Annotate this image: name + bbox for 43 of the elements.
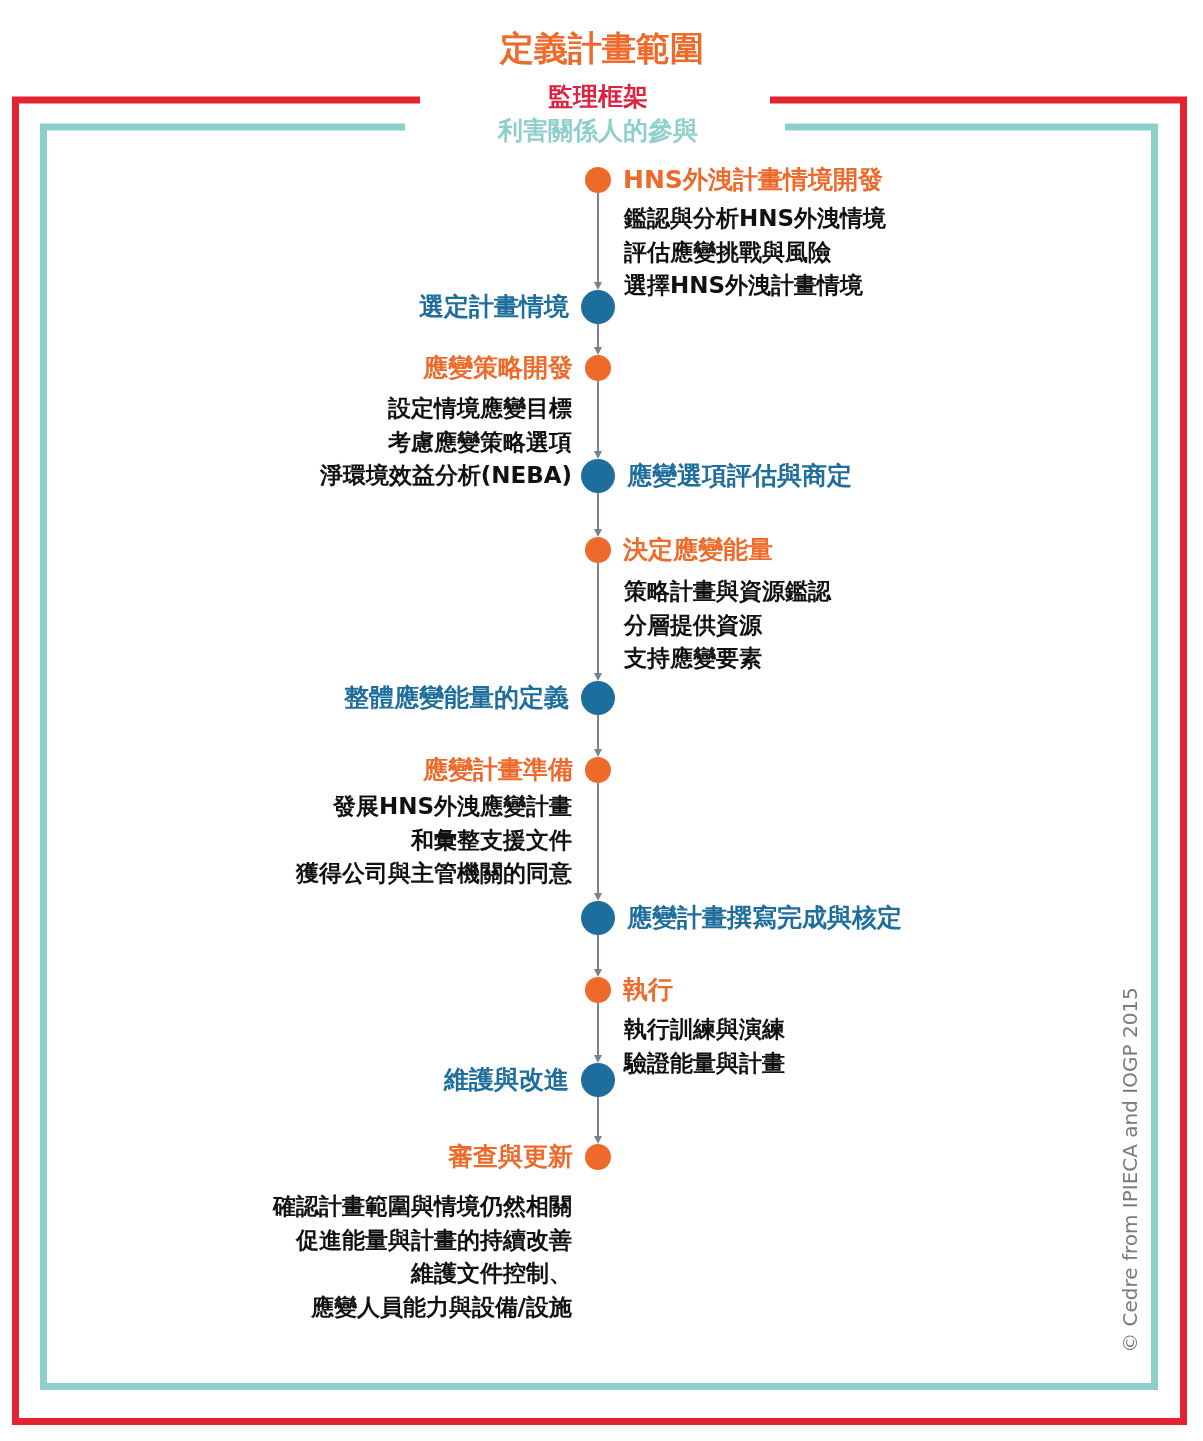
step-description: 支持應變要素: [624, 644, 762, 673]
step-heading: 應變計畫撰寫完成與核定: [627, 905, 902, 931]
step-description: 淨環境效益分析(NEBA): [319, 461, 572, 490]
frame-label: 監理框架: [548, 82, 648, 111]
arrow: [594, 714, 602, 757]
step-description: 策略計畫與資源鑑認: [624, 577, 831, 606]
step-description: 設定情境應變目標: [388, 394, 572, 423]
step-description: 發展HNS外洩應變計畫: [332, 792, 572, 821]
step-description: 驗證能量與計畫: [624, 1048, 785, 1078]
credit-text: © Cedre from IPIECA and IOGP 2015: [1118, 987, 1142, 1353]
frame-label: 利害關係人的參與: [498, 116, 698, 145]
step-heading: 應變計畫準備: [423, 757, 573, 783]
step-description: 考慮應變策略選項: [388, 427, 572, 457]
step-description: 執行訓練與演練: [624, 1015, 785, 1044]
step-description: 和彙整支援文件: [411, 825, 572, 855]
step-description: 評估應變挑戰與風險: [624, 237, 831, 267]
arrow: [594, 934, 602, 977]
step-heading: 維護與改進: [444, 1067, 569, 1093]
step-description: 確認計畫範圍與情境仍然相關: [273, 1192, 572, 1221]
step-heading: 整體應變能量的定義: [344, 685, 569, 711]
arrow: [594, 562, 602, 681]
arrow: [594, 1096, 602, 1144]
arrow: [594, 1002, 602, 1063]
step-description: 分層提供資源: [624, 610, 762, 640]
step-description: 應變人員能力與設備/設施: [310, 1292, 572, 1322]
title: 定義計畫範圍: [499, 28, 704, 68]
step-heading: 應變策略開發: [423, 355, 573, 381]
step-heading: 決定應變能量: [623, 537, 773, 563]
step-description: 選擇HNS外洩計畫情境: [624, 271, 864, 300]
step-description: 維護文件控制、: [411, 1259, 572, 1288]
step-description: 鑑認與分析HNS外洩情境: [624, 204, 887, 233]
arrow: [594, 323, 602, 355]
arrow: [594, 192, 602, 290]
step-heading: HNS外洩計畫情境開發: [623, 167, 883, 193]
arrow: [594, 492, 602, 537]
step-heading: 選定計畫情境: [419, 294, 569, 320]
step-heading: 執行: [623, 977, 673, 1003]
step-description: 促進能量與計畫的持續改善: [296, 1225, 572, 1255]
arrow: [594, 380, 602, 459]
step-description: 獲得公司與主管機關的同意: [296, 859, 572, 888]
step-heading: 審查與更新: [448, 1144, 573, 1170]
arrow: [594, 782, 602, 901]
step-heading: 應變選項評估與商定: [627, 463, 852, 489]
